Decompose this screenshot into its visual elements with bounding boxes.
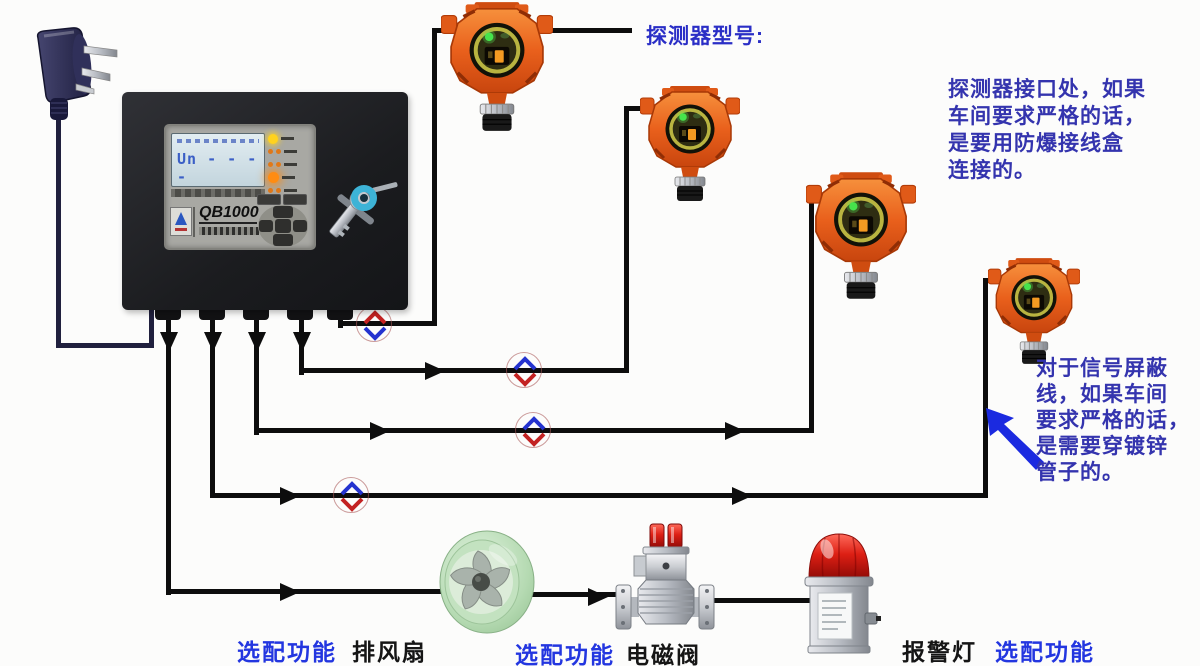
optional-function-label-alarm: 选配功能 (995, 639, 1095, 665)
lcd-status-line (177, 139, 259, 143)
brand-logo (170, 207, 192, 236)
status-led (276, 149, 281, 154)
faceplate-divider (193, 207, 195, 237)
wire-power-horizontal (56, 343, 154, 348)
alarm-led (268, 172, 279, 183)
annotation-arrow (986, 408, 1044, 470)
gas-detector-2 (640, 86, 740, 201)
flow-arrow-right (425, 362, 445, 380)
junction-marker (515, 412, 551, 448)
model-subtext (199, 227, 259, 235)
gas-detector-1 (441, 2, 553, 131)
model-name: QB1000 (199, 204, 259, 221)
wire-outputs (166, 308, 171, 595)
junction-marker (506, 352, 542, 388)
navigation-pad[interactable] (258, 205, 308, 247)
led-label (281, 137, 294, 140)
wire-outputs (166, 589, 446, 594)
flow-arrow-down (160, 332, 178, 352)
lcd-display: Un - - - - (171, 133, 265, 187)
wire-detector2 (299, 368, 629, 373)
flow-arrow-right (280, 583, 300, 601)
panel-key[interactable] (316, 176, 402, 252)
wire-detector4 (210, 493, 988, 498)
exhaust-fan (439, 530, 535, 634)
nav-up-button[interactable] (273, 206, 293, 218)
wire-fan-to-valve (530, 592, 625, 597)
flow-arrow-down (293, 332, 311, 352)
wire-valve-to-alarm (710, 598, 812, 603)
led-row (268, 186, 310, 195)
nav-left-button[interactable] (259, 220, 273, 232)
power-led (268, 133, 278, 144)
nav-down-button[interactable] (273, 234, 293, 246)
alarm-label: 报警灯 (902, 639, 977, 665)
shield-wire-note: 对于信号屏蔽 线，如果车间 要求严格的话， 是需要穿镀锌 管子的。 (1036, 357, 1190, 484)
status-led (268, 188, 273, 193)
led-label (284, 163, 297, 166)
fan-label: 排风扇 (352, 639, 427, 665)
status-led (268, 162, 273, 167)
optional-function-label-fan: 选配功能 (237, 639, 337, 665)
flow-arrow-right (370, 422, 390, 440)
wire-detector4 (983, 278, 988, 498)
flow-arrow-right (280, 487, 300, 505)
alarm-light (804, 533, 881, 654)
status-led (268, 149, 273, 154)
junction-marker (356, 306, 392, 342)
junction-marker (333, 477, 369, 513)
led-label (282, 176, 295, 179)
status-led (276, 162, 281, 167)
menu-button-strip[interactable] (171, 189, 265, 197)
wire-detector3 (809, 194, 814, 433)
led-indicator-column (268, 133, 310, 199)
gas-detector-4 (988, 258, 1080, 364)
lcd-reading: Un - - - - (177, 150, 258, 186)
panel-button[interactable] (257, 194, 281, 205)
nav-ok-button[interactable] (275, 219, 291, 233)
flow-arrow-down (204, 332, 222, 352)
wire-detector1 (432, 28, 437, 326)
power-plug (36, 27, 118, 120)
wire-detector3 (254, 308, 259, 435)
wire-power-riser (149, 308, 154, 348)
solenoid-valve (615, 523, 715, 630)
led-label (284, 189, 297, 192)
status-led (276, 188, 281, 193)
led-row (268, 147, 310, 156)
flow-arrow-right (588, 588, 608, 606)
flow-arrow-down (248, 332, 266, 352)
interface-note: 探测器接口处，如果 车间要求严格的话， 是要用防爆接线盒 连接的。 (948, 78, 1146, 182)
led-row (268, 160, 310, 169)
detector-model-label: 探测器型号: (646, 25, 764, 48)
nav-right-button[interactable] (293, 220, 307, 232)
wire-detector4 (210, 308, 215, 498)
valve-label: 电磁阀 (626, 642, 701, 666)
wire-power-vertical (56, 110, 61, 348)
flow-arrow-right (725, 422, 745, 440)
led-label (284, 150, 297, 153)
model-underline (199, 222, 257, 224)
wire-detector2 (624, 106, 629, 373)
led-row (268, 172, 310, 183)
led-row (268, 133, 310, 144)
panel-button[interactable] (283, 194, 307, 205)
gas-detector-3 (806, 172, 916, 299)
optional-function-label-valve: 选配功能 (515, 642, 615, 666)
flow-arrow-right (732, 487, 752, 505)
